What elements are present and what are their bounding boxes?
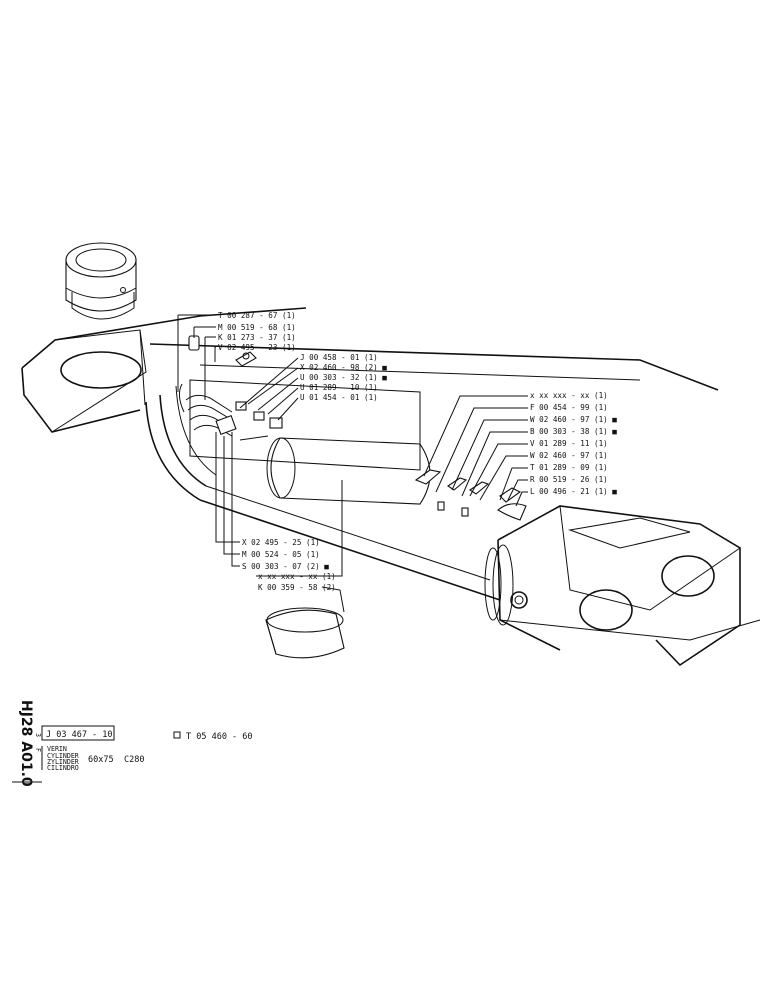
title-block: HJ28 A01.0 3 F J 03 467 - 10 T 05 460 - …	[12, 700, 253, 787]
description-line: CYLINDER	[47, 752, 79, 760]
part-label: L 00 496 - 21 (1) ■	[530, 487, 617, 496]
part-label: M 00 524 - 05 (1)	[242, 550, 320, 559]
part-label: T 01 289 - 09 (1)	[530, 463, 608, 472]
description-line: VERIN	[47, 745, 67, 753]
bottom-part-labels: X 02 495 - 25 (1) M 00 524 - 05 (1) S 00…	[242, 538, 336, 592]
part-label: x xx xxx - xx (1)	[258, 572, 336, 581]
part-label: K 01 273 - 37 (1)	[218, 333, 296, 342]
part-number: J 03 467 - 10	[46, 730, 113, 740]
dimensions: 60x75	[88, 755, 114, 765]
part-label: U 01 454 - 01 (1)	[300, 393, 378, 402]
part-label: K 00 359 - 58 (2)	[258, 583, 336, 592]
leader-lines	[177, 314, 528, 613]
sheet-code: HJ28 A01.0	[18, 700, 34, 787]
part-label: B 00 303 - 38 (1) ■	[530, 427, 617, 436]
part-label: T 00 287 - 67 (1)	[218, 311, 296, 320]
bushing-part-drawing	[65, 242, 137, 320]
model: C280	[124, 755, 144, 765]
side-mark: 3	[34, 733, 42, 737]
description-line: ZYLINDER	[47, 758, 79, 766]
part-label: x xx xxx - xx (1)	[530, 391, 608, 400]
right-part-labels: x xx xxx - xx (1) F 00 454 - 99 (1) W 02…	[530, 391, 617, 496]
part-label: S 00 303 - 07 (2) ■	[242, 562, 329, 571]
part-label: M 00 519 - 68 (1)	[218, 323, 296, 332]
part-label: W 02 460 - 97 (1) ■	[530, 415, 617, 424]
part-label: J 00 458 - 01 (1)	[300, 353, 378, 362]
part-label: U 01 289 - 10 (1)	[300, 383, 378, 392]
top-part-labels: T 00 287 - 67 (1) M 00 519 - 68 (1) K 01…	[218, 311, 387, 402]
part-label: V 01 289 - 11 (1)	[530, 439, 608, 448]
part-label: F 00 454 - 99 (1)	[530, 403, 608, 412]
part-label: U 00 303 - 32 (1) ■	[300, 373, 387, 382]
side-mark: F	[34, 748, 42, 752]
ref-number: T 05 460 - 60	[186, 732, 253, 742]
part-label: W 02 460 - 97 (1)	[530, 451, 608, 460]
part-label: X 02 495 - 25 (1)	[242, 538, 320, 547]
part-label: V 02 495 - 23 (1)	[218, 343, 296, 352]
part-label: R 00 519 - 26 (1)	[530, 475, 608, 484]
cylinder-drawing	[21, 307, 761, 667]
part-label: X 02 460 - 98 (2) ■	[300, 363, 387, 372]
description-line: CILINDRO	[47, 764, 79, 772]
